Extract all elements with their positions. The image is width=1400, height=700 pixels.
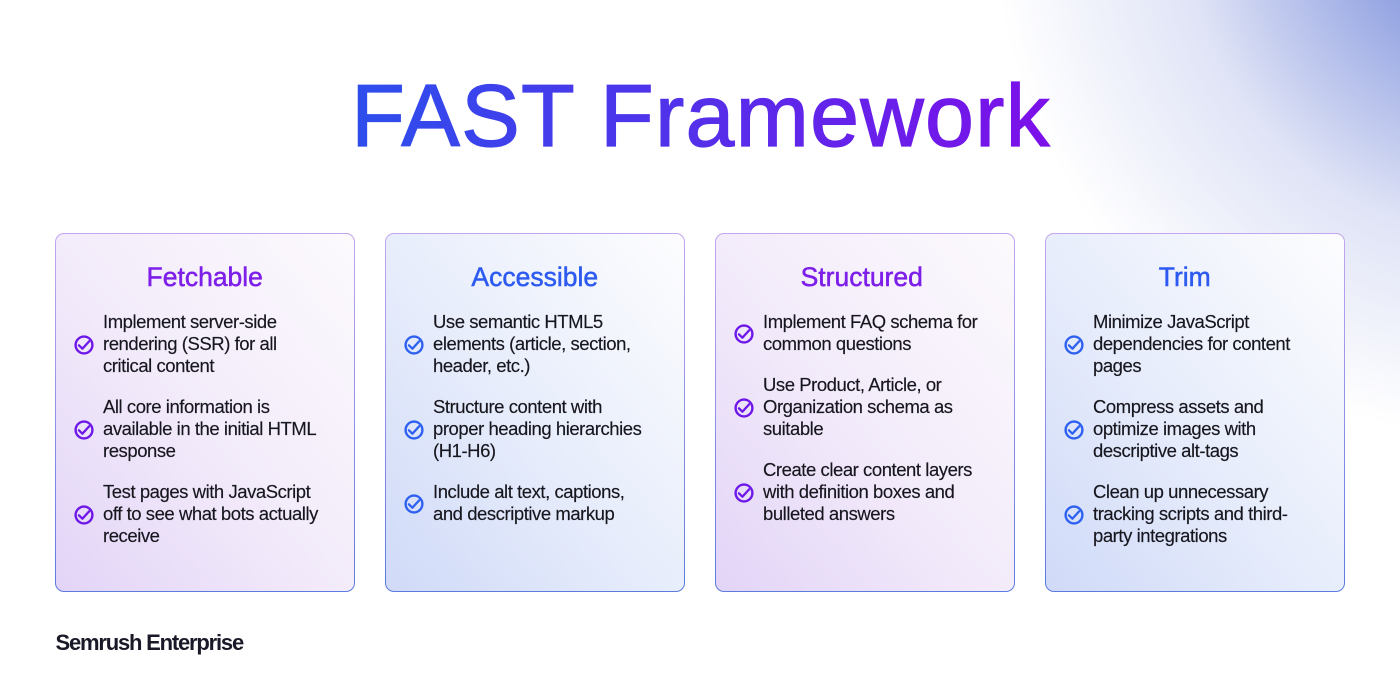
svg-text:FAST Framework: FAST Framework	[351, 66, 1051, 165]
